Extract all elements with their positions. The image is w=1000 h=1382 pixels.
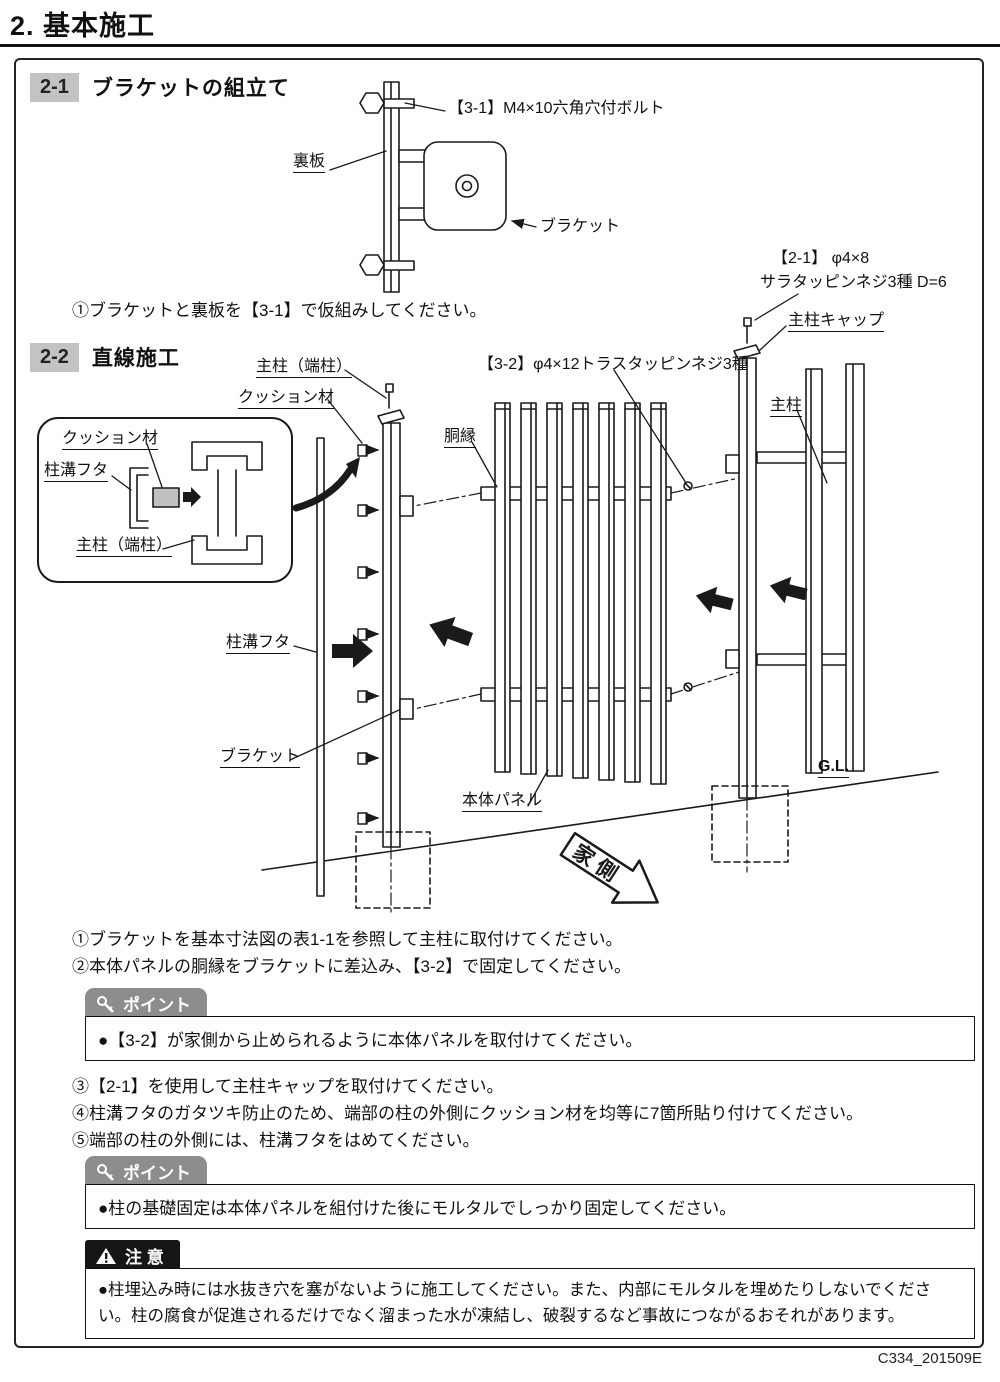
- step-22-3: ③【2-1】を使用して主柱キャップを取付けてください。: [72, 1077, 504, 1096]
- point-1-text: ●【3-2】が家側から止められるように本体パネルを取付けてください。: [98, 1031, 643, 1050]
- step-22-1: ①ブラケットを基本寸法図の表1-1を参照して主柱に取付けてください。: [72, 930, 623, 949]
- key-icon: [97, 1163, 114, 1181]
- section-22-title: 直線施工: [91, 347, 180, 370]
- label-end-post: 主柱（端柱）: [256, 358, 353, 379]
- label-ground-level: G.L.: [818, 758, 850, 779]
- label-screw-21-1: 【2-1】 φ4×8: [772, 250, 870, 267]
- point-tab-1: ポイント: [85, 988, 207, 1020]
- page-title: 2. 基本施工: [10, 11, 156, 41]
- label-bracket-22: ブラケット: [220, 748, 301, 769]
- label-post-cap: 主柱キャップ: [788, 312, 885, 333]
- label-inset-end-post: 主柱（端柱）: [76, 537, 173, 558]
- label-panel: 本体パネル: [462, 792, 543, 813]
- warning-icon: [96, 1247, 116, 1264]
- point-tab-2-label: ポイント: [123, 1164, 191, 1183]
- caution-tab: 注 意: [85, 1240, 180, 1272]
- point-box-1: ●【3-2】が家側から止められるように本体パネルを取付けてください。: [85, 1016, 975, 1061]
- label-cushion: クッション材: [238, 389, 335, 410]
- caution-tab-label: 注 意: [125, 1248, 164, 1267]
- label-groove-cover: 柱溝フタ: [226, 634, 291, 655]
- section-22-number: 2-2: [30, 342, 79, 372]
- label-screw-32: 【3-2】φ4×12トラスタッピンネジ3種: [478, 356, 748, 373]
- content-frame: [14, 58, 984, 1348]
- label-inset-cushion: クッション材: [62, 430, 159, 451]
- label-back-plate: 裏板: [293, 153, 326, 174]
- label-rail: 胴縁: [444, 428, 477, 449]
- label-screw-21-2: サラタッピンネジ3種 D=6: [760, 274, 947, 291]
- label-bolt-31: 【3-1】M4×10六角穴付ボルト: [448, 100, 665, 117]
- point-box-2: ●柱の基礎固定は本体パネルを組付けた後にモルタルでしっかり固定してください。: [85, 1184, 975, 1229]
- step-22-4: ④柱溝フタのガタツキ防止のため、端部の柱の外側にクッション材を均等に7箇所貼り付…: [72, 1104, 863, 1123]
- point-2-text: ●柱の基礎固定は本体パネルを組付けた後にモルタルでしっかり固定してください。: [98, 1199, 737, 1218]
- step-22-5: ⑤端部の柱の外側には、柱溝フタをはめてください。: [72, 1131, 480, 1150]
- caution-box: ●柱埋込み時には水抜き穴を塞がないように施工してください。また、内部にモルタルを…: [85, 1268, 975, 1339]
- section-21-title: ブラケットの組立て: [91, 77, 290, 100]
- section-21-header: 2-1 ブラケットの組立て: [30, 72, 290, 102]
- label-bracket-21: ブラケット: [540, 218, 621, 235]
- key-icon: [97, 995, 114, 1013]
- document-code: C334_201509E: [877, 1350, 982, 1367]
- caution-text: ●柱埋込み時には水抜き穴を塞がないように施工してください。また、内部にモルタルを…: [98, 1281, 932, 1326]
- step-22-2: ②本体パネルの胴縁をブラケットに差込み、【3-2】で固定してください。: [72, 957, 632, 976]
- label-main-post: 主柱: [770, 397, 803, 418]
- label-inset-groove-cover: 柱溝フタ: [44, 462, 109, 483]
- point-tab-1-label: ポイント: [123, 996, 191, 1015]
- step-21-1: ①ブラケットと裏板を【3-1】で仮組みしてください。: [72, 301, 487, 320]
- section-22-header: 2-2 直線施工: [30, 342, 180, 372]
- title-divider: [0, 44, 1000, 47]
- section-21-number: 2-1: [30, 72, 79, 102]
- point-tab-2: ポイント: [85, 1156, 207, 1188]
